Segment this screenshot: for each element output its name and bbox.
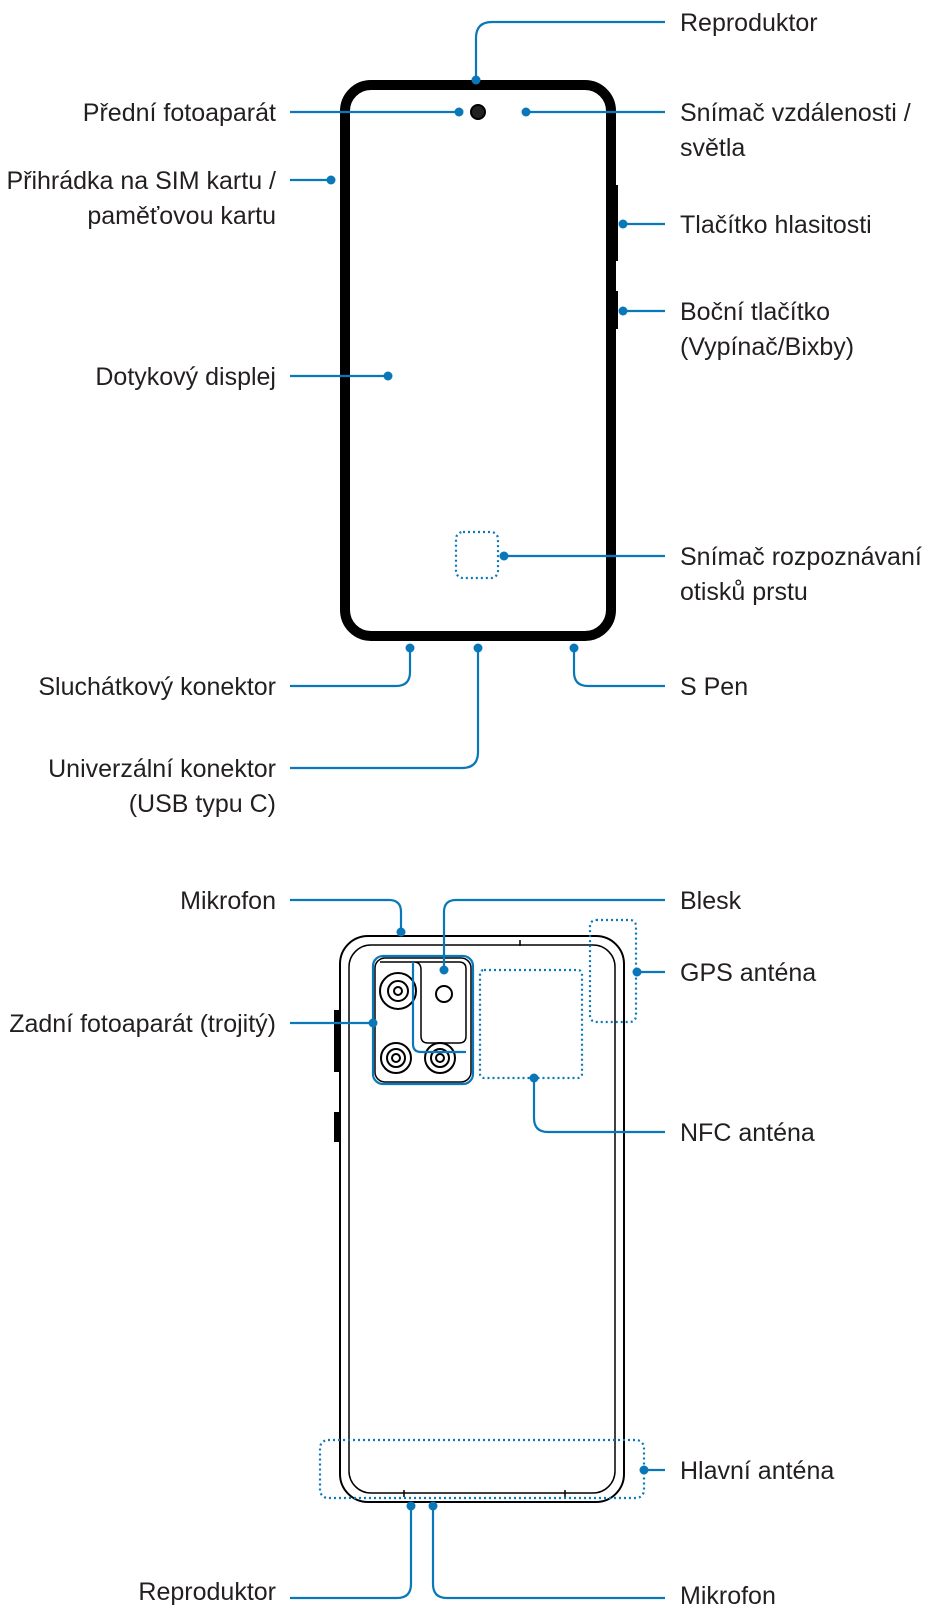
callout-top-speaker: Reproduktor [471, 9, 818, 85]
callout-bottom-speaker: Reproduktor [138, 1501, 416, 1606]
front-camera-lens [470, 104, 486, 120]
label-top-speaker: Reproduktor [680, 9, 818, 37]
back-side-key [334, 1010, 340, 1072]
callout-flash: Blesk [439, 887, 742, 975]
label-front-camera: Přední fotoaparát [83, 99, 276, 127]
label-touchscreen: Dotykový displej [95, 363, 276, 391]
callout-sim-tray: Přihrádka na SIM kartu / paměťovou kartu [6, 167, 336, 230]
callout-gps-antenna: GPS anténa [632, 959, 816, 987]
label-proximity-sensor-line2: světla [680, 134, 745, 162]
camera-lens-top [379, 972, 417, 1010]
callout-nfc-antenna: NFC anténa [529, 1073, 815, 1147]
callout-front-camera: Přední fotoaparát [83, 99, 464, 127]
callout-proximity-sensor: Snímač vzdálenosti / světla [521, 99, 911, 162]
callout-s-pen: S Pen [569, 643, 748, 701]
label-top-microphone: Mikrofon [180, 887, 276, 915]
camera-module-outline [380, 961, 467, 1044]
label-sim-tray-line2: paměťovou kartu [87, 202, 276, 230]
camera-lens-bottom-left-core [391, 1053, 401, 1063]
label-bottom-microphone: Mikrofon [680, 1582, 776, 1610]
label-fingerprint-sensor-line2: otisků prstu [680, 578, 808, 606]
camera-lens-bottom-right [424, 1042, 456, 1074]
label-nfc-antenna: NFC anténa [680, 1119, 815, 1147]
label-flash: Blesk [680, 887, 742, 915]
back-phone-inner [348, 944, 616, 1494]
camera-lens-bottom-right-core [435, 1053, 445, 1063]
label-rear-camera: Zadní fotoaparát (trojitý) [9, 1010, 276, 1038]
camera-lens-bottom-left [380, 1042, 412, 1074]
nfc-antenna-zone [478, 968, 584, 1080]
camera-lens-top-ring [387, 980, 409, 1002]
label-usb-connector-line2: (USB typu C) [129, 790, 276, 818]
camera-lens-bottom-left-ring [386, 1048, 406, 1068]
back-volume-key [334, 1112, 340, 1142]
callout-main-antenna: Hlavní anténa [639, 1457, 834, 1485]
label-side-key-line1: Boční tlačítko [680, 298, 830, 326]
callout-side-key: Boční tlačítko (Vypínač/Bixby) [618, 298, 854, 361]
gps-antenna-zone [588, 918, 638, 1024]
volume-key-body [611, 185, 618, 261]
front-phone-outline [340, 80, 616, 641]
camera-lens-top-core [393, 986, 403, 996]
callout-earphone-jack: Sluchátkový konektor [38, 643, 415, 701]
label-fingerprint-sensor-line1: Snímač rozpoznávaní [680, 543, 922, 571]
rear-camera-highlight-inner [411, 962, 466, 1054]
front-phone [340, 80, 618, 641]
callout-touchscreen: Dotykový displej [95, 363, 393, 391]
label-earphone-jack: Sluchátkový konektor [38, 673, 276, 701]
label-usb-connector-line1: Univerzální konektor [48, 755, 276, 783]
back-phone [318, 918, 646, 1503]
back-phone-outer [339, 935, 625, 1503]
callout-volume-key: Tlačítko hlasitosti [618, 211, 872, 239]
camera-module [371, 954, 475, 1086]
callout-fingerprint-sensor: Snímač rozpoznávaní otisků prstu [499, 543, 922, 606]
label-main-antenna: Hlavní anténa [680, 1457, 834, 1485]
label-s-pen: S Pen [680, 673, 748, 701]
side-key-body [611, 291, 618, 329]
callout-bottom-microphone: Mikrofon [428, 1501, 776, 1610]
label-volume-key: Tlačítko hlasitosti [680, 211, 872, 239]
main-antenna-zone [318, 1438, 646, 1500]
fingerprint-zone [454, 530, 500, 580]
label-side-key-line2: (Vypínač/Bixby) [680, 333, 854, 361]
label-gps-antenna: GPS anténa [680, 959, 816, 987]
flash-lens [435, 985, 453, 1003]
label-bottom-speaker: Reproduktor [138, 1578, 276, 1606]
camera-lens-bottom-right-ring [430, 1048, 450, 1068]
label-proximity-sensor-line1: Snímač vzdálenosti / [680, 99, 911, 127]
callout-usb-connector: Univerzální konektor (USB typu C) [48, 643, 483, 818]
callout-rear-camera: Zadní fotoaparát (trojitý) [9, 1010, 378, 1038]
callout-top-microphone: Mikrofon [180, 887, 406, 937]
label-sim-tray-line1: Přihrádka na SIM kartu / [6, 167, 276, 195]
